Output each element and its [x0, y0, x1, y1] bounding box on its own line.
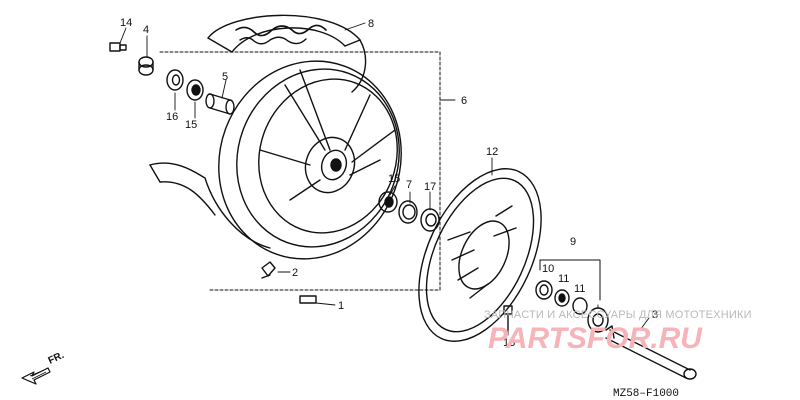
- callout-9: 9: [570, 236, 576, 248]
- collar-4: [138, 56, 154, 76]
- disc-bolt-13: [503, 305, 513, 331]
- callout-15-left: 15: [185, 119, 197, 131]
- front-direction-indicator: FR.: [21, 350, 66, 385]
- balance-weight-1: [299, 295, 317, 304]
- front-axle-3: [605, 325, 697, 380]
- callout-7: 7: [406, 179, 412, 191]
- collar-10: [535, 280, 553, 300]
- watermark: ЗАПЧАСТИ И АКСЕССУАРЫ ДЛЯ МОТОТЕХНИКИ PA…: [484, 309, 752, 355]
- group-6-bracket: [159, 51, 456, 291]
- diagram-code: MZ58–F1000: [613, 388, 679, 400]
- callout-14: 14: [120, 17, 132, 29]
- callout-16: 16: [166, 111, 178, 123]
- valve-2: [261, 261, 276, 279]
- wheel-hub: [304, 136, 356, 194]
- group-9-bracket: [539, 259, 601, 301]
- watermark-tagline: ЗАПЧАСТИ И АКСЕССУАРЫ ДЛЯ МОТОТЕХНИКИ: [484, 309, 752, 321]
- tire-lower-half: [149, 162, 271, 249]
- distance-collar-5: [205, 93, 235, 115]
- front-direction-label: FR.: [47, 350, 66, 367]
- callout-11-b: 11: [574, 283, 585, 295]
- bearing-11b: [572, 297, 588, 315]
- tire: [207, 14, 367, 93]
- callout-10: 10: [542, 263, 554, 275]
- callout-labels: 14 4 8 5 6 16 15 15 7 17 12 2 1 9 10 11 …: [120, 17, 658, 349]
- callout-11-a: 11: [558, 273, 569, 285]
- callout-6: 6: [461, 95, 467, 107]
- bearing-15-right: [378, 191, 398, 213]
- dust-seal-16: [166, 69, 184, 91]
- callout-8: 8: [368, 18, 374, 30]
- bearing-15-left: [186, 79, 204, 101]
- callout-13: 13: [503, 337, 515, 349]
- callout-3: 3: [652, 309, 658, 321]
- watermark-logo: PARTSFOR.RU: [488, 322, 703, 355]
- callout-1: 1: [338, 300, 344, 312]
- leader-lines: [119, 22, 650, 336]
- brake-disc-12: [418, 168, 542, 342]
- callout-2: 2: [292, 267, 298, 279]
- callout-4: 4: [143, 24, 149, 36]
- bearing-11a: [554, 289, 570, 307]
- callout-5: 5: [222, 71, 228, 83]
- circlip-7: [398, 200, 418, 224]
- wheel-rim: [218, 60, 402, 260]
- callout-17: 17: [424, 181, 436, 193]
- bolt-14: [109, 42, 127, 52]
- callout-15-right: 15: [388, 173, 400, 185]
- front-arrow-icon: [21, 367, 51, 385]
- dust-seal-17: [420, 208, 440, 232]
- callout-12: 12: [486, 146, 498, 158]
